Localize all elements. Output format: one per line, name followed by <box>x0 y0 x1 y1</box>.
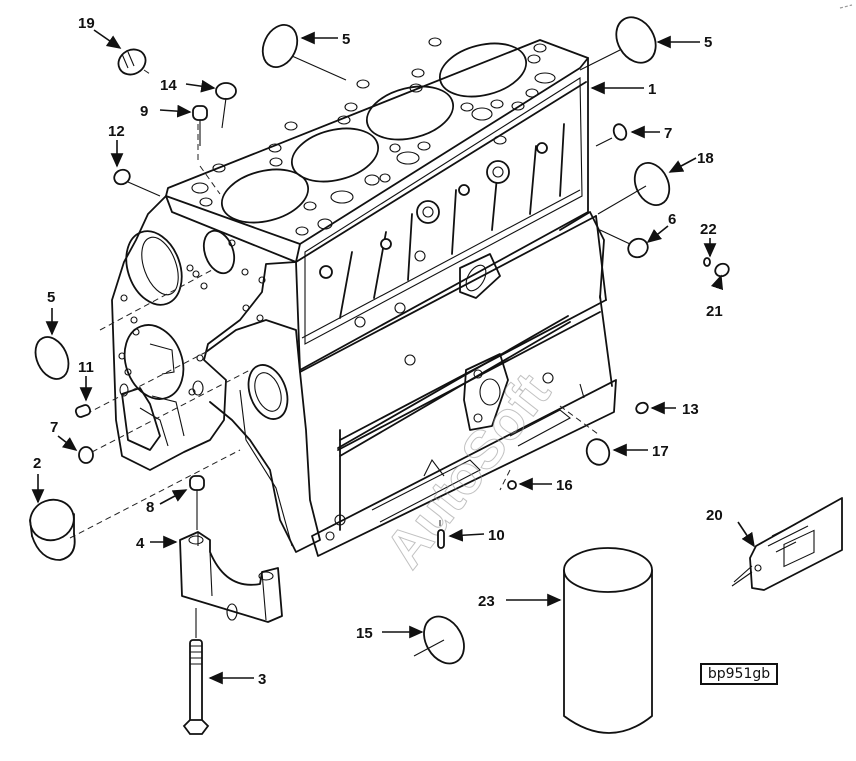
part-main-bearing-cap <box>179 531 283 638</box>
part-bearing-cap-bolt <box>182 639 210 735</box>
callout-labels: 1 2 3 4 5 5 5 6 7 7 8 9 10 11 12 13 14 1… <box>33 15 723 688</box>
callout-12: 12 <box>108 123 125 140</box>
callout-19: 19 <box>78 15 95 32</box>
callout-16: 16 <box>556 477 573 494</box>
callout-21: 21 <box>706 303 723 320</box>
callout-14: 14 <box>160 77 177 94</box>
callout-17: 17 <box>652 443 669 460</box>
callout-10: 10 <box>488 527 505 544</box>
part-cylinder-liner <box>563 547 653 734</box>
reference-code-label: bp951gb <box>700 663 778 685</box>
part-lower-plugs <box>413 401 649 665</box>
callout-11: 11 <box>78 359 94 376</box>
part-identification-tag <box>731 497 843 591</box>
cylinder-block <box>69 37 617 557</box>
corner-mark <box>839 4 853 9</box>
callout-3: 3 <box>258 671 266 688</box>
callout-8: 8 <box>146 499 154 516</box>
callout-5-top-left: 5 <box>342 31 350 48</box>
callout-7-front: 7 <box>50 419 58 436</box>
callout-7-right: 7 <box>664 125 672 142</box>
callout-23: 23 <box>478 593 495 610</box>
callout-13: 13 <box>682 401 699 418</box>
callout-1: 1 <box>648 81 656 98</box>
callout-18: 18 <box>697 150 714 167</box>
callout-4: 4 <box>136 535 145 552</box>
callout-9: 9 <box>140 103 148 120</box>
callout-20: 20 <box>706 507 723 524</box>
callout-2: 2 <box>33 455 41 472</box>
part-plugs-top <box>113 16 730 278</box>
callout-15: 15 <box>356 625 373 642</box>
callout-6: 6 <box>668 211 676 228</box>
callout-5-top-right: 5 <box>704 34 712 51</box>
part-plugs-front <box>29 336 205 561</box>
callout-22: 22 <box>700 221 717 238</box>
callout-5-front: 5 <box>47 289 55 306</box>
watermark-text: AutoSoft <box>374 363 562 580</box>
